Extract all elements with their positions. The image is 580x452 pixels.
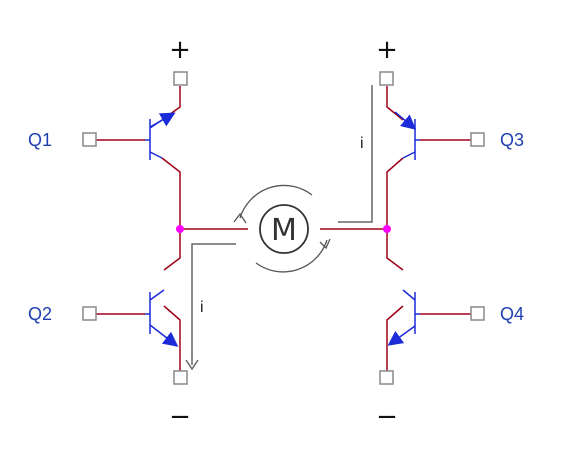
terminal-q1-base bbox=[82, 132, 97, 147]
q2-label: Q2 bbox=[28, 304, 52, 324]
negative-label-left: − bbox=[169, 402, 191, 432]
transistor-q3 bbox=[394, 111, 420, 160]
terminal-q2-base bbox=[82, 306, 97, 321]
transistor-q4 bbox=[387, 289, 420, 346]
terminal-q2-bottom bbox=[173, 370, 188, 385]
positive-label-left: + bbox=[169, 35, 191, 65]
transistor-q1 bbox=[145, 112, 176, 160]
negative-label-right: − bbox=[376, 402, 398, 432]
node-right bbox=[383, 225, 391, 233]
motor-label: M bbox=[271, 213, 297, 248]
current-label-right: i bbox=[360, 135, 364, 152]
q1-label: Q1 bbox=[28, 130, 52, 150]
terminal-q4-base bbox=[470, 306, 485, 321]
current-label-left: i bbox=[200, 299, 204, 316]
terminal-q3-base bbox=[470, 132, 485, 147]
q4-label: Q4 bbox=[500, 304, 524, 324]
node-left bbox=[176, 225, 184, 233]
terminal-q1-top bbox=[173, 71, 188, 86]
q3-label: Q3 bbox=[500, 130, 524, 150]
terminal-q3-top bbox=[379, 71, 394, 86]
current-path bbox=[185, 85, 373, 371]
transistor-q2 bbox=[145, 289, 179, 347]
terminal-q4-bottom bbox=[379, 370, 394, 385]
positive-label-right: + bbox=[376, 35, 398, 65]
terminals bbox=[82, 71, 485, 385]
motor: M bbox=[233, 184, 331, 273]
